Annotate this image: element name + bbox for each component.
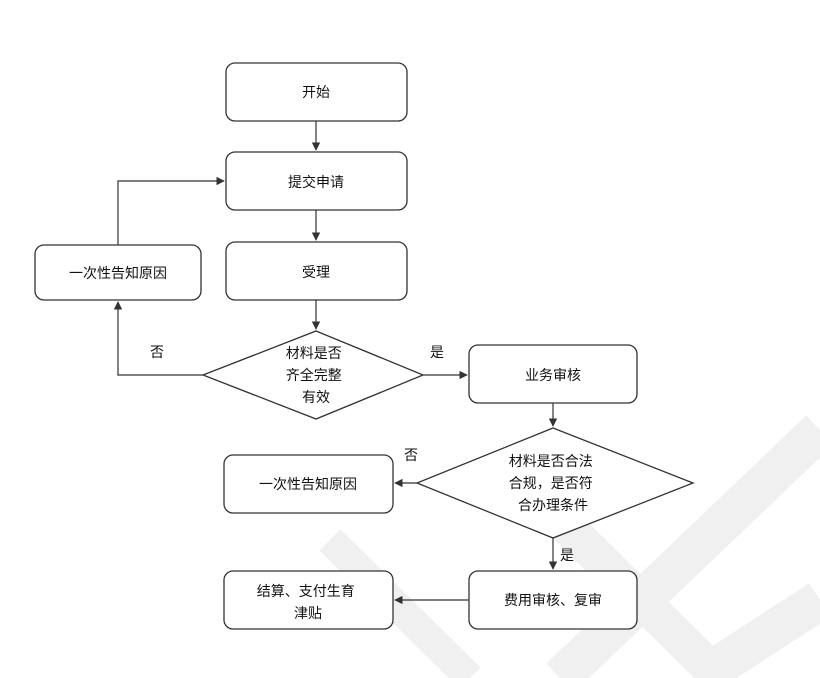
- edge-decision-notify1: [113, 301, 203, 376]
- accept-node: 受理: [225, 241, 408, 301]
- notify-reason-node-2: 一次性告知原因: [223, 454, 394, 514]
- svg-text:费用审核、复审: 费用审核、复审: [504, 592, 602, 609]
- svg-text:业务审核: 业务审核: [525, 368, 581, 384]
- submit-application-node: 提交申请: [225, 151, 408, 211]
- business-review-node: 业务审核: [468, 344, 638, 404]
- edge-notify1-submit: [117, 176, 225, 245]
- compliance-decision: 材料是否合法 合规，是否符 合办理条件: [415, 427, 695, 539]
- fee-review-node: 费用审核、复审: [468, 570, 638, 630]
- label-compliance-yes: 是: [560, 548, 574, 564]
- watermark: [319, 415, 820, 678]
- svg-text:开始: 开始: [302, 85, 330, 101]
- notify-reason-node-1: 一次性告知原因: [34, 244, 202, 301]
- settlement-node: 结算、支付生育 津贴: [223, 570, 394, 630]
- svg-text:提交申请: 提交申请: [288, 174, 344, 191]
- svg-text:结算、支付生育 津贴: 结算、支付生育 津贴: [257, 584, 359, 622]
- svg-text:材料是否合法 合规，是否符 合办理条: 材料是否合法 合规，是否符 合办理条件: [509, 454, 597, 514]
- svg-text:受理: 受理: [302, 265, 330, 281]
- start-node: 开始: [225, 62, 408, 122]
- svg-text:一次性告知原因: 一次性告知原因: [69, 265, 167, 282]
- svg-text:材料是否 齐全完整 有效: 材料是否 齐全完整 有效: [286, 346, 346, 406]
- label-materials-yes: 是: [430, 345, 444, 361]
- label-materials-no: 否: [150, 345, 164, 361]
- svg-text:一次性告知原因: 一次性告知原因: [259, 476, 357, 493]
- materials-complete-decision: 材料是否 齐全完整 有效: [201, 330, 425, 420]
- label-compliance-no: 否: [404, 448, 418, 464]
